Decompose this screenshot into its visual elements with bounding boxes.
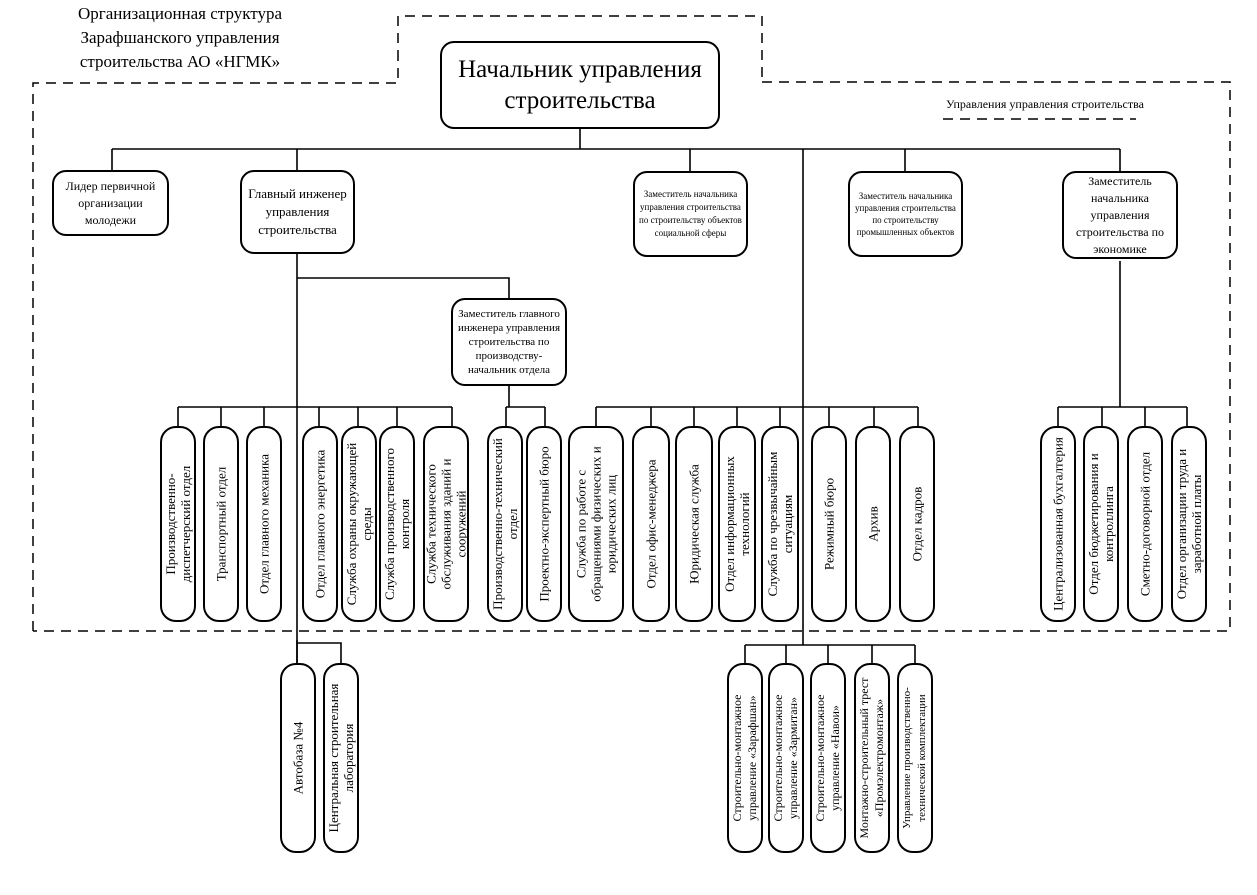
department-label: Отдел офис-менеджера [643,459,659,589]
subordinate-box[interactable]: Строительно-монтажное управление «Зарафш… [727,663,763,853]
department-box[interactable]: Отдел главного механика [246,426,282,622]
head-label: Начальник управления строительства [458,56,702,114]
department-box[interactable]: Отдел бюджетирования и контроллинга [1083,426,1119,622]
chief-engineer-label: Главный инженер управления строительства [248,186,347,237]
department-box[interactable]: Централизованная бухгалтерия [1040,426,1076,622]
department-label: Транспортный отдел [213,466,229,582]
department-box[interactable]: Производственно-технический отдел [487,426,523,622]
department-label: Отдел информационных технологий [722,456,752,592]
head-box[interactable]: Начальник управления строительства [440,41,720,129]
department-box[interactable]: Служба технического обслуживания зданий … [423,426,469,622]
department-label: Служба производственного контроля [382,448,412,600]
deputy-social-box[interactable]: Заместитель начальника управления строит… [633,171,748,257]
department-box[interactable]: Проектно-экспертный бюро [526,426,562,622]
department-label: Отдел главного механика [256,453,272,595]
dashed-boundary-main [32,60,1231,632]
department-box[interactable]: Отдел офис-менеджера [632,426,670,622]
department-label: Отдел бюджетирования и контроллинга [1086,453,1116,595]
youth-leader-label: Лидер первичной организации молодежи [65,178,156,227]
subordinate-label: Строительно-монтажное управление «Навои» [813,694,842,822]
subordinate-label: Монтажно-строительный трест «Промэлектро… [857,677,886,839]
department-box[interactable]: Режимный бюро [811,426,847,622]
department-box[interactable]: Служба производственного контроля [379,426,415,622]
department-box[interactable]: Отдел главного энергетика [302,426,338,622]
chief-engineer-box[interactable]: Главный инженер управления строительства [240,170,355,254]
department-label: Отдел главного энергетика [312,449,328,599]
deputy-chief-engineer-box[interactable]: Заместитель главного инженера управления… [451,298,567,386]
legend-label: Управления управления строительства [946,97,1144,111]
deputy-industrial-box[interactable]: Заместитель начальника управления строит… [848,171,963,257]
deputy-economics-label: Заместитель начальника управления строит… [1076,173,1164,256]
department-label: Юридическая служба [686,464,702,584]
subordinate-label: Строительно-монтажное управление «Зармит… [771,694,800,822]
subordinate-box[interactable]: Строительно-монтажное управление «Навои» [810,663,846,853]
department-box[interactable]: Юридическая служба [675,426,713,622]
deputy-economics-box[interactable]: Заместитель начальника управления строит… [1062,171,1178,259]
subordinate-box[interactable]: Управление производственно-технической к… [897,663,933,853]
department-box[interactable]: Транспортный отдел [203,426,239,622]
department-box[interactable]: Служба по чрезвычайным ситуациям [761,426,799,622]
department-label: Проектно-экспертный бюро [536,446,552,602]
department-label: Производственно-диспетчерский отдел [163,465,193,583]
department-box[interactable]: Архив [855,426,891,622]
department-box[interactable]: Отдел организации труда и заработной пла… [1171,426,1207,622]
department-box[interactable]: Производственно-диспетчерский отдел [160,426,196,622]
dashed-boundary-head [397,15,763,82]
subordinate-label: Центральная строительная лаборатория [326,683,356,833]
department-box[interactable]: Отдел информационных технологий [718,426,756,622]
diagram-title: Организационная структура Зарафшанского … [78,4,282,71]
department-box[interactable]: Служба по работе с обращениями физически… [568,426,624,622]
department-label: Архив [865,506,881,542]
deputy-chief-engineer-label: Заместитель главного инженера управления… [457,308,561,376]
department-label: Режимный бюро [821,477,837,571]
department-label: Централизованная бухгалтерия [1050,437,1066,611]
department-label: Сметно-договорной отдел [1137,451,1153,597]
department-label: Служба технического обслуживания зданий … [423,458,469,590]
deputy-social-label: Заместитель начальника управления строит… [639,189,742,238]
subordinate-box[interactable]: Автобаза №4 [280,663,316,853]
department-label: Отдел кадров [909,486,925,562]
subordinate-label: Управление производственно-технической к… [901,687,928,829]
department-box[interactable]: Отдел кадров [899,426,935,622]
department-box[interactable]: Служба охраны окружающей среды [341,426,377,622]
department-label: Служба по чрезвычайным ситуациям [765,451,795,597]
subordinate-box[interactable]: Строительно-монтажное управление «Зармит… [768,663,804,853]
deputy-industrial-label: Заместитель начальника управления строит… [855,191,956,237]
subordinate-box[interactable]: Монтажно-строительный трест «Промэлектро… [854,663,890,853]
subordinate-label: Строительно-монтажное управление «Зарафш… [730,694,759,822]
subordinate-box[interactable]: Центральная строительная лаборатория [323,663,359,853]
department-box[interactable]: Сметно-договорной отдел [1127,426,1163,622]
subordinate-label: Автобаза №4 [290,721,306,795]
department-label: Служба охраны окружающей среды [344,442,374,606]
department-label: Отдел организации труда и заработной пла… [1174,448,1204,600]
department-label: Служба по работе с обращениями физически… [573,446,619,602]
youth-leader-box[interactable]: Лидер первичной организации молодежи [52,170,169,236]
department-label: Производственно-технический отдел [490,438,520,610]
